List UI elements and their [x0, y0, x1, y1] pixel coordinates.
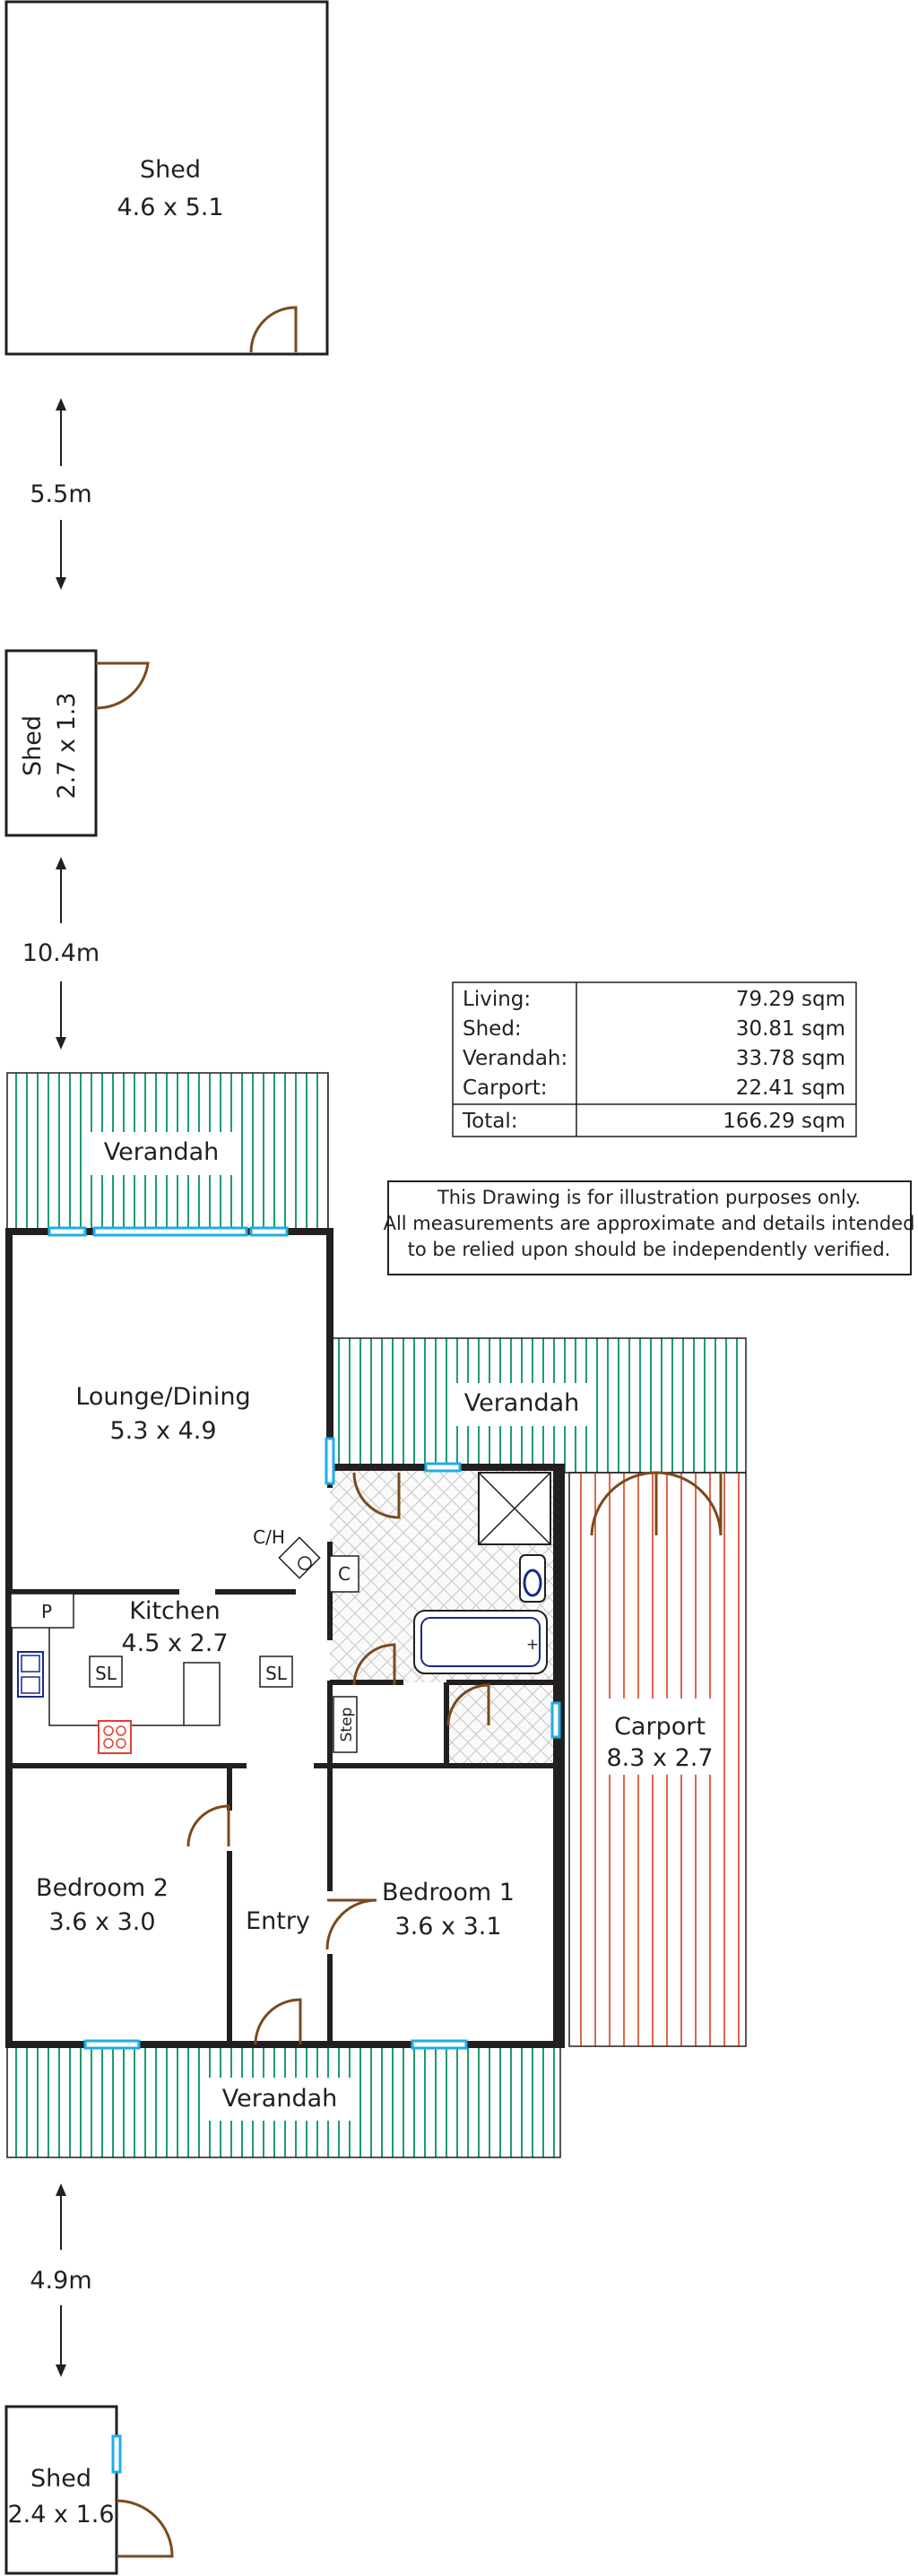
shed-b-dims: 2.7 x 1.3 [53, 692, 81, 799]
area-total-value: 166.29 sqm [723, 1110, 845, 1133]
step: Step [333, 1696, 358, 1753]
verandah-top-name: Verandah [104, 1138, 220, 1166]
area-row-label: Carport: [463, 1076, 548, 1100]
shed-a: Shed 4.6 x 5.1 [4, 0, 329, 356]
area-row-value: 22.41 sqm [736, 1076, 845, 1100]
skylight-label: SL [265, 1663, 288, 1684]
distance-marker-1: 5.5m [30, 398, 92, 590]
windows [48, 1226, 561, 2050]
shed-c-name: Shed [30, 2465, 91, 2493]
disclaimer-line-2: All measurements are approximate and det… [384, 1213, 915, 1234]
kitchen-name: Kitchen [129, 1597, 220, 1625]
shed-c-dims: 2.4 x 1.6 [7, 2501, 114, 2528]
shed-a-dims: 4.6 x 5.1 [117, 194, 223, 221]
carport-name: Carport [614, 1713, 706, 1741]
door-icon [116, 2499, 174, 2558]
door-icon [590, 1471, 658, 1536]
svg-text:+: + [526, 1636, 539, 1654]
disclaimer-line-3: to be relied upon should be independentl… [408, 1239, 891, 1260]
cupboard: C [329, 1555, 359, 1593]
area-row-label: Verandah: [463, 1047, 567, 1070]
carport: Carport 8.3 x 2.7 [568, 1471, 747, 2047]
bedroom2-dims: 3.6 x 3.0 [48, 1908, 155, 1936]
area-total-label: Total: [462, 1110, 517, 1133]
distance-label-2: 10.4m [22, 939, 100, 967]
verandah-mid: Verandah [329, 1337, 747, 1474]
door-icon [655, 1471, 723, 1536]
disclaimer-line-1: This Drawing is for illustration purpose… [437, 1187, 861, 1208]
verandah-mid-name: Verandah [464, 1389, 580, 1417]
house-walls [5, 1228, 565, 2048]
stove-icon [98, 1720, 132, 1754]
distance-marker-2: 10.4m [22, 857, 100, 1050]
kitchen-fixtures: SL SL P [10, 1593, 293, 1754]
kitchen-dims: 4.5 x 2.7 [121, 1629, 228, 1657]
area-row-label: Shed: [463, 1017, 522, 1041]
shed-a-name: Shed [140, 156, 201, 184]
doors [186, 1472, 490, 2045]
lounge-dims: 5.3 x 4.9 [109, 1417, 216, 1445]
area-table: Living: 79.29 sqm Shed: 30.81 sqm Verand… [452, 981, 857, 1137]
shed-b: Shed 2.7 x 1.3 [4, 649, 150, 837]
bedroom2-name: Bedroom 2 [36, 1874, 169, 1902]
distance-label-3: 4.9m [30, 2267, 91, 2295]
lounge-name: Lounge/Dining [75, 1383, 250, 1411]
bedroom1-name: Bedroom 1 [382, 1879, 515, 1906]
step-label: Step [338, 1707, 356, 1742]
disclaimer-box: This Drawing is for illustration purpose… [384, 1180, 915, 1275]
pantry-label: P [41, 1601, 52, 1622]
verandah-top: Verandah [6, 1072, 329, 1231]
area-row-value: 79.29 sqm [736, 988, 845, 1011]
bath-icon [413, 1610, 548, 1674]
area-row-value: 30.81 sqm [736, 1017, 845, 1041]
distance-marker-3: 4.9m [30, 2183, 92, 2377]
skylight-label: SL [95, 1663, 117, 1684]
distance-label-1: 5.5m [30, 480, 91, 508]
door-icon [95, 661, 150, 710]
shed-b-name: Shed [19, 715, 47, 776]
cupboard-label: C [338, 1563, 351, 1585]
carport-dims: 8.3 x 2.7 [606, 1744, 713, 1772]
shed-c: Shed 2.4 x 1.6 [4, 2405, 174, 2575]
area-row-label: Living: [463, 988, 531, 1011]
heater-label: C/H [253, 1526, 285, 1548]
area-row-value: 33.78 sqm [736, 1047, 845, 1070]
heater: C/H [253, 1526, 321, 1579]
entry-name: Entry [246, 1907, 310, 1935]
door-icon [249, 306, 298, 353]
wet-area: + [330, 1467, 556, 1763]
bedroom1-dims: 3.6 x 3.1 [394, 1913, 501, 1941]
verandah-bottom-name: Verandah [222, 2085, 338, 2113]
verandah-bottom: Verandah [6, 2045, 561, 2158]
